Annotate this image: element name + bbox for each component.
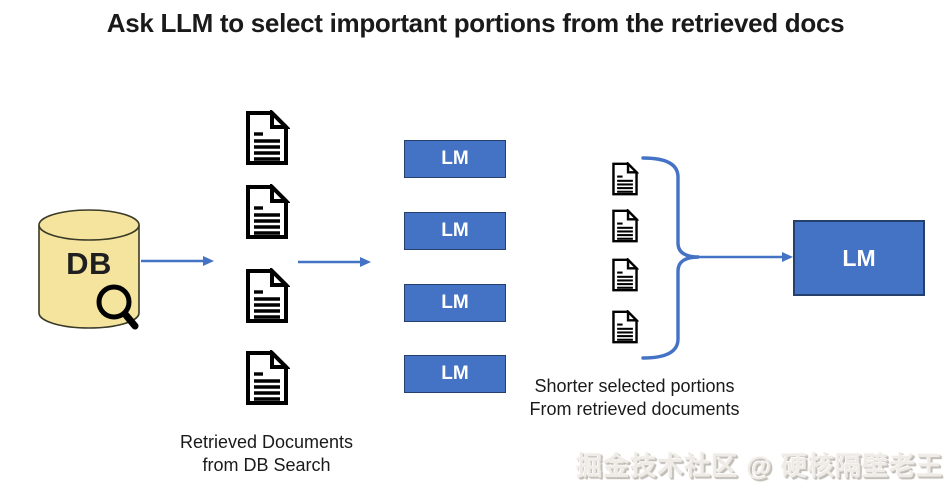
lm-box: LM bbox=[404, 284, 506, 322]
document-icon bbox=[246, 110, 290, 165]
arrow-db-to-docs-icon bbox=[141, 256, 214, 266]
document-icon bbox=[246, 350, 290, 405]
document-icon bbox=[246, 268, 290, 323]
lm-box: LM bbox=[404, 355, 506, 393]
selected-portions-caption: Shorter selected portions From retrieved… bbox=[512, 375, 757, 421]
magnifier-icon bbox=[96, 284, 139, 330]
caption-line: Retrieved Documents bbox=[179, 432, 354, 452]
lm-box: LM bbox=[404, 140, 506, 178]
database-label: DB bbox=[66, 246, 112, 281]
caption-line: Shorter selected portions bbox=[534, 376, 735, 396]
caption-line: from DB Search bbox=[202, 455, 331, 475]
caption-line: From retrieved documents bbox=[529, 399, 740, 419]
curly-brace-icon bbox=[641, 156, 700, 360]
arrow-brace-to-final-lm-icon bbox=[698, 252, 793, 262]
page-title: Ask LLM to select important portions fro… bbox=[106, 8, 845, 38]
document-icon bbox=[246, 184, 290, 239]
retrieved-docs-caption: Retrieved Documents from DB Search bbox=[140, 431, 393, 477]
final-lm-box: LM bbox=[793, 220, 925, 296]
document-icon bbox=[612, 258, 639, 292]
document-icon bbox=[612, 209, 639, 243]
document-icon bbox=[612, 162, 639, 196]
document-icon bbox=[612, 310, 639, 344]
watermark-text: 掘金技术社区 @ 硬核隔壁老王 bbox=[576, 451, 943, 481]
arrow-docs-to-lm-icon bbox=[298, 257, 371, 267]
database-cylinder bbox=[38, 209, 140, 329]
lm-box: LM bbox=[404, 212, 506, 250]
